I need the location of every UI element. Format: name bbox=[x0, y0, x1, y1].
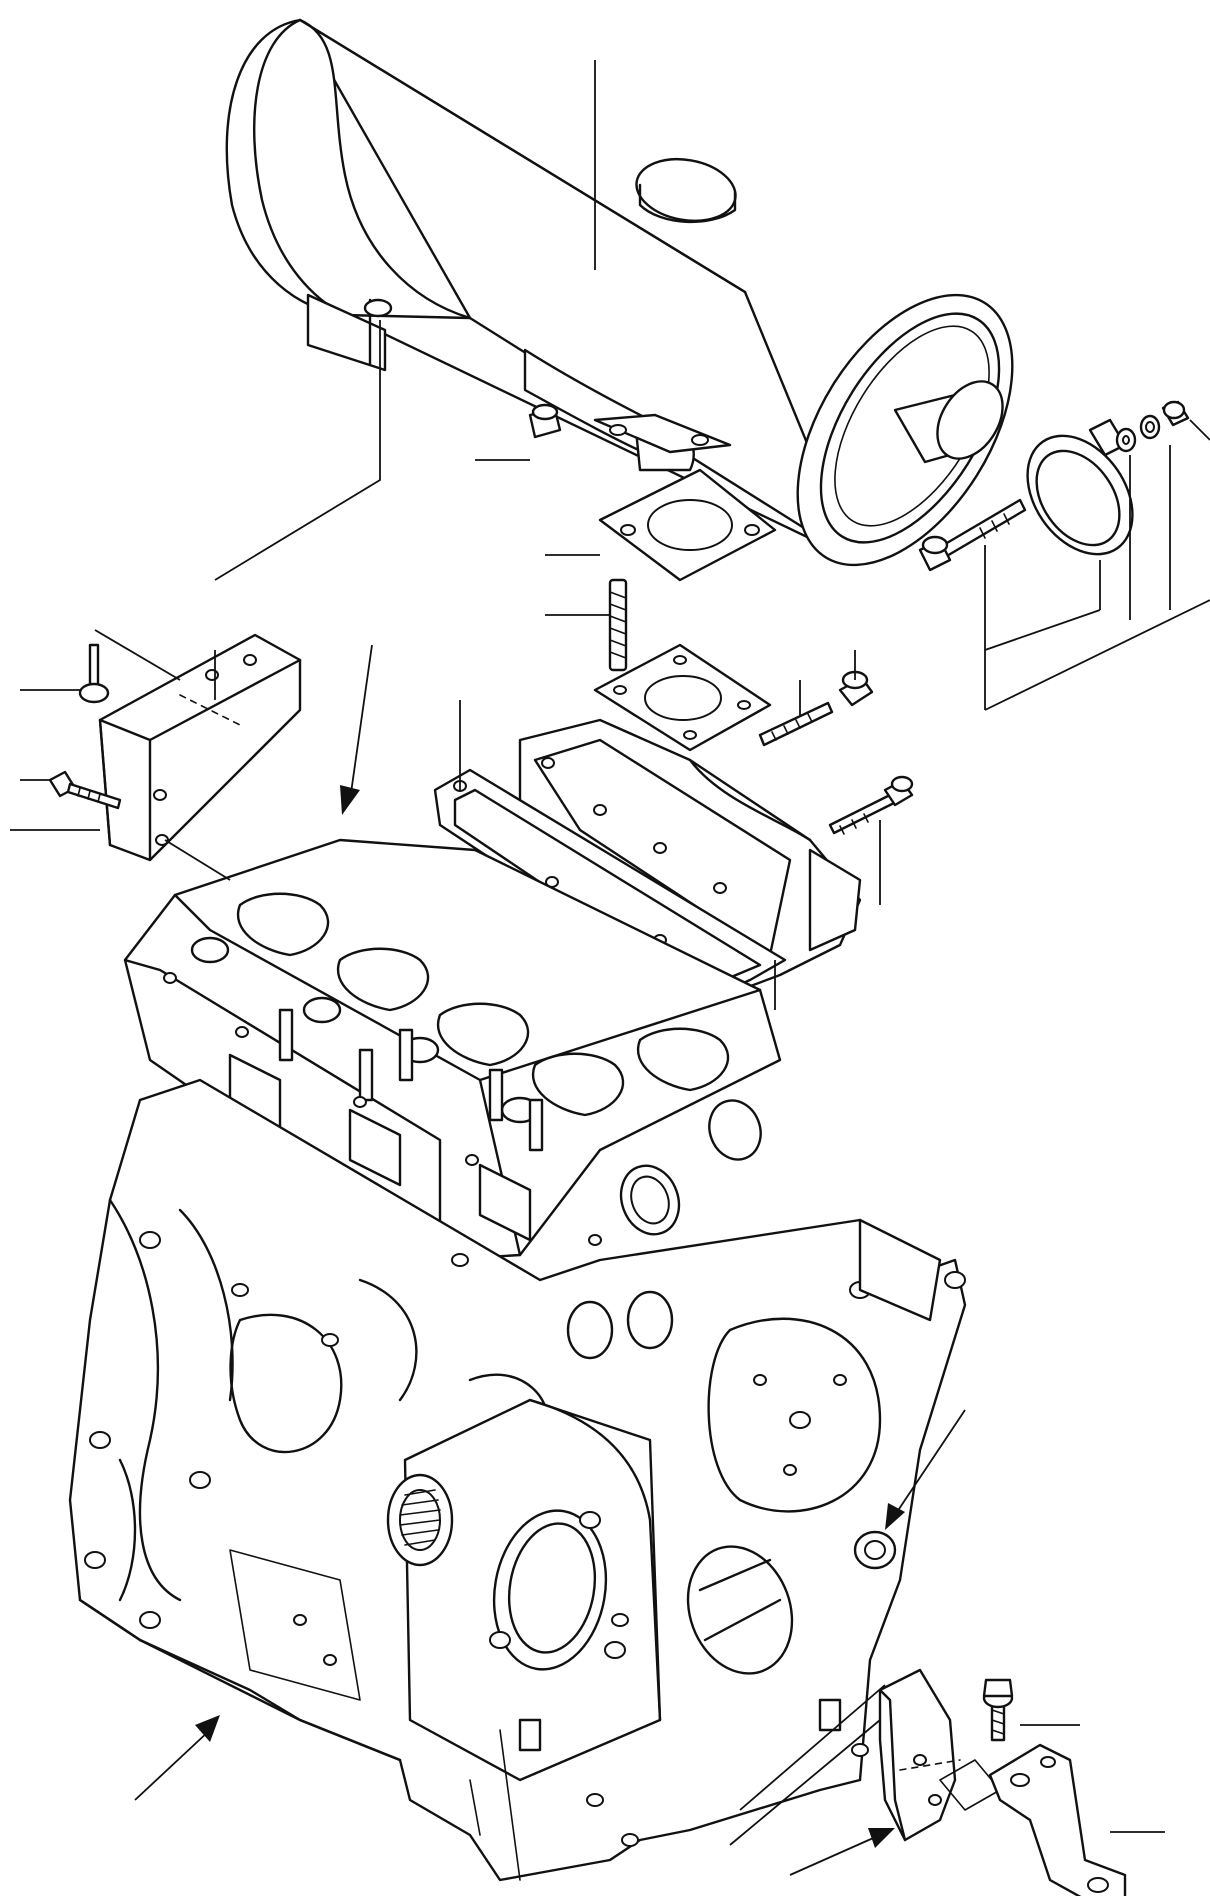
clamp-washer bbox=[1115, 427, 1137, 453]
elbow-stud bbox=[758, 701, 834, 747]
alignment-marks bbox=[179, 694, 961, 1771]
arrow-to-mount bbox=[789, 1828, 895, 1876]
clamp-nut bbox=[1161, 400, 1190, 427]
engine-mount-bracket bbox=[878, 1668, 1001, 1842]
clamp-bolt bbox=[918, 498, 1027, 572]
leader-lines bbox=[10, 60, 1210, 1846]
arrow-to-head bbox=[340, 644, 373, 815]
manifold-bolt bbox=[828, 775, 914, 835]
muffler bbox=[225, 18, 1014, 567]
arrow-to-block-left bbox=[134, 1715, 220, 1801]
stud-bolt bbox=[608, 578, 628, 672]
muffler-bracket bbox=[98, 633, 302, 862]
bracket-bolt-lower bbox=[48, 770, 122, 810]
clamp-spring-washer bbox=[1139, 414, 1161, 440]
cylinder-block bbox=[68, 1078, 967, 1882]
exhaust-manifold bbox=[518, 718, 862, 992]
elbow-nut bbox=[838, 670, 874, 707]
muffler-gasket bbox=[598, 468, 777, 582]
bracket-bolt-upper bbox=[78, 643, 110, 704]
engine-mount-plate bbox=[988, 1743, 1127, 1896]
arrow-to-block-right bbox=[885, 1409, 966, 1530]
muffler-flange-nut bbox=[528, 403, 562, 439]
engine-mount-bolt bbox=[982, 1678, 1014, 1742]
exhaust-elbow bbox=[593, 643, 772, 752]
